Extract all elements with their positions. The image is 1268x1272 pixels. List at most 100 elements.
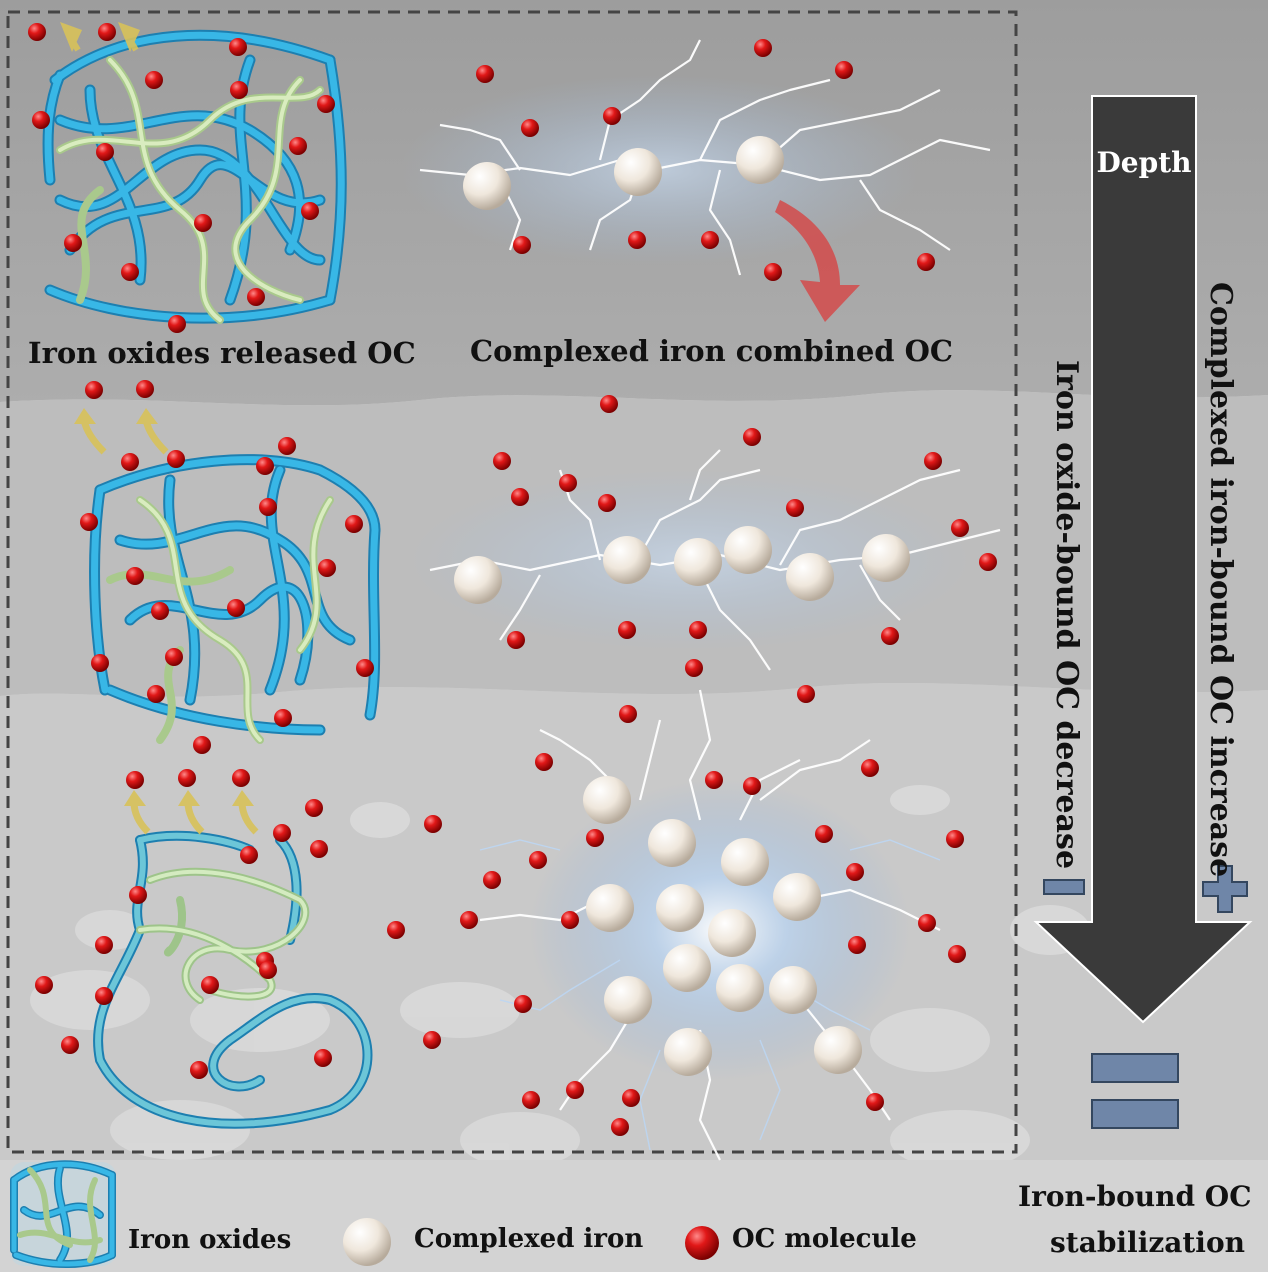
oc-molecule-sphere — [129, 886, 147, 904]
oc-molecule-sphere — [317, 95, 335, 113]
oc-molecule-sphere — [600, 395, 618, 413]
oc-molecule-sphere — [786, 499, 804, 517]
complexed-iron-sphere — [674, 538, 722, 586]
oc-molecule-sphere — [259, 961, 277, 979]
oc-molecule-sphere — [619, 705, 637, 723]
oc-molecule-sphere — [301, 202, 319, 220]
oc-molecule-sphere — [98, 23, 116, 41]
oc-molecule-sphere — [274, 709, 292, 727]
equals-symbol-top — [1091, 1053, 1179, 1083]
oc-molecule-sphere — [611, 1118, 629, 1136]
oc-molecule-sphere — [232, 769, 250, 787]
oc-molecule-sphere — [559, 474, 577, 492]
iron-oxide-bound-oc-decrease-label: Iron oxide-bound OC decrease — [1049, 360, 1084, 870]
oc-molecule-sphere — [522, 1091, 540, 1109]
oc-molecule-sphere — [387, 921, 405, 939]
oc-molecule-sphere — [754, 39, 772, 57]
legend-label-complexed-iron: Complexed iron — [414, 1224, 644, 1254]
oc-molecule-sphere — [145, 71, 163, 89]
oc-molecule-sphere — [151, 602, 169, 620]
depth-label: Depth — [1097, 146, 1192, 179]
oc-molecule-sphere — [310, 840, 328, 858]
oc-molecule-sphere — [227, 599, 245, 617]
complexed-iron-sphere — [716, 964, 764, 1012]
oc-molecule-sphere — [230, 81, 248, 99]
oc-molecule-sphere — [521, 119, 539, 137]
oc-molecule-sphere — [561, 911, 579, 929]
complexed-iron-sphere — [583, 776, 631, 824]
oc-molecule-sphere — [305, 799, 323, 817]
oc-molecule-sphere — [136, 380, 154, 398]
minus-symbol — [1043, 879, 1085, 895]
iron-oxide-cube-icon — [10, 1160, 116, 1268]
iron-oxide-network-top — [42, 29, 347, 324]
oc-molecule-sphere — [35, 976, 53, 994]
oc-molecule-sphere — [423, 1031, 441, 1049]
complexed-iron-sphere — [603, 536, 651, 584]
complexed-iron-sphere — [862, 534, 910, 582]
oc-molecule-sphere — [946, 830, 964, 848]
oc-molecule-sphere — [846, 863, 864, 881]
oc-molecule-sphere — [628, 231, 646, 249]
iron-oxide-network-bottom — [93, 830, 373, 1129]
oc-molecule-sphere — [95, 936, 113, 954]
oc-molecule-sphere — [493, 452, 511, 470]
complexed-iron-sphere — [604, 976, 652, 1024]
oc-molecule-sphere — [483, 871, 501, 889]
iron-oxides-released-oc-label: Iron oxides released OC — [28, 336, 416, 370]
depth-arrow[interactable] — [1033, 95, 1253, 1024]
oc-molecule-sphere — [126, 567, 144, 585]
curved-arrow — [775, 200, 860, 322]
oc-molecule-sphere — [507, 631, 525, 649]
oc-molecule-sphere — [835, 61, 853, 79]
complexed-iron-sphere — [463, 162, 511, 210]
oc-molecule-sphere — [924, 452, 942, 470]
oc-molecule-sphere — [866, 1093, 884, 1111]
oc-molecule-sphere — [289, 137, 307, 155]
oc-molecule-sphere — [979, 553, 997, 571]
complexed-iron-sphere — [614, 148, 662, 196]
oc-molecule-sphere — [314, 1049, 332, 1067]
red-sphere-icon — [685, 1226, 719, 1260]
oc-molecule-sphere — [178, 769, 196, 787]
oc-molecule-sphere — [598, 494, 616, 512]
oc-molecules — [28, 23, 997, 1136]
oc-molecule-sphere — [121, 453, 139, 471]
oc-molecule-sphere — [689, 621, 707, 639]
oc-molecule-sphere — [764, 263, 782, 281]
oc-molecule-sphere — [91, 654, 109, 672]
oc-molecule-sphere — [948, 945, 966, 963]
oc-molecule-sphere — [685, 659, 703, 677]
oc-molecule-sphere — [193, 736, 211, 754]
oc-molecule-sphere — [356, 659, 374, 677]
oc-molecule-sphere — [61, 1036, 79, 1054]
oc-molecule-sphere — [881, 627, 899, 645]
oc-molecule-sphere — [951, 519, 969, 537]
complexed-iron-sphere — [586, 884, 634, 932]
oc-molecule-sphere — [705, 771, 723, 789]
plus-symbol — [1202, 865, 1248, 913]
oc-molecule-sphere — [256, 457, 274, 475]
oc-molecule-sphere — [424, 815, 442, 833]
complexed-iron-sphere — [663, 944, 711, 992]
complexed-iron-bound-oc-increase-label: Complexed iron-bound OC increase — [1203, 282, 1238, 878]
oc-molecule-sphere — [278, 437, 296, 455]
oc-molecule-sphere — [85, 381, 103, 399]
oc-molecule-sphere — [168, 315, 186, 333]
oc-molecule-sphere — [247, 288, 265, 306]
complexed-iron-sphere — [814, 1026, 862, 1074]
oc-molecule-sphere — [513, 236, 531, 254]
equals-symbol-bottom — [1091, 1099, 1179, 1129]
oc-molecule-sphere — [80, 513, 98, 531]
oc-molecule-sphere — [165, 648, 183, 666]
oc-molecule-sphere — [318, 559, 336, 577]
oc-molecule-sphere — [190, 1061, 208, 1079]
complexed-iron-sphere — [786, 553, 834, 601]
oc-molecule-sphere — [96, 143, 114, 161]
oc-molecule-sphere — [259, 498, 277, 516]
complexed-iron-spheres — [454, 136, 910, 1076]
oc-molecule-sphere — [603, 107, 621, 125]
oc-molecule-sphere — [194, 214, 212, 232]
complexed-iron-sphere — [724, 526, 772, 574]
